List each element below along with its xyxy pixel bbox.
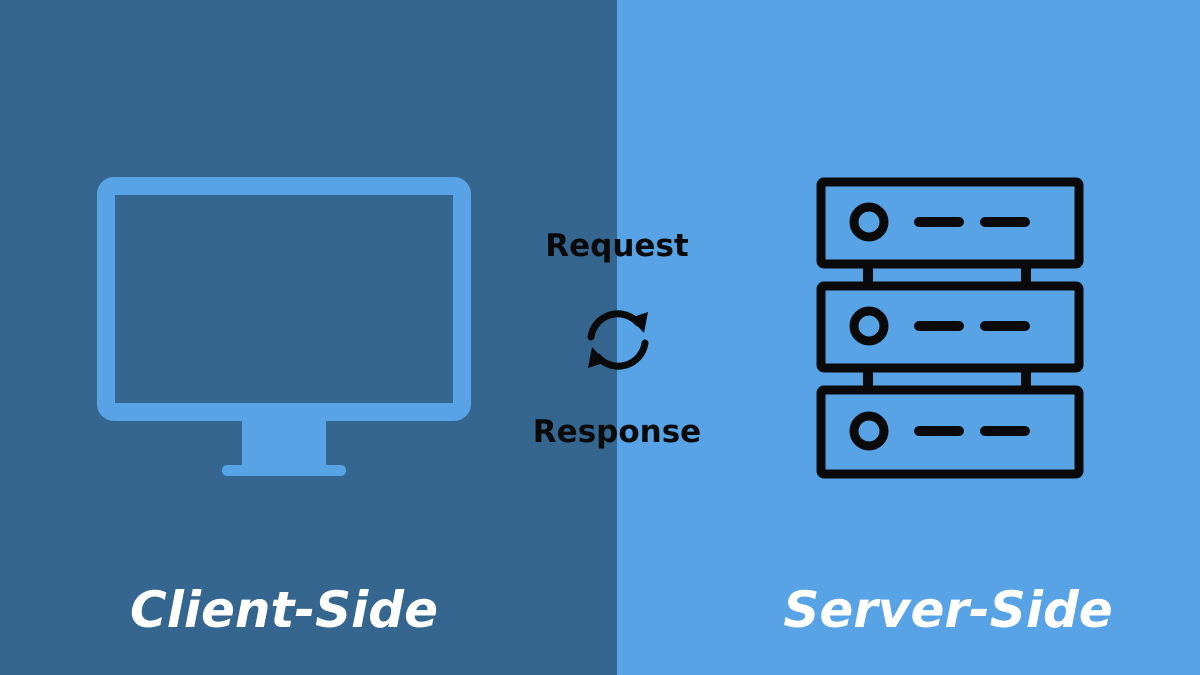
monitor-icon: [97, 177, 471, 476]
server-side-label: Server-Side: [783, 581, 1113, 639]
server-unit-2: [816, 281, 1084, 373]
sync-arc-bottom: [594, 339, 649, 370]
sync-arrowhead-top: [630, 312, 648, 333]
monitor-screen: [97, 177, 471, 421]
sync-arrows-icon: [587, 310, 649, 370]
request-label: Request: [545, 228, 689, 264]
sync-arc-top: [587, 310, 642, 341]
server-unit-3: [816, 385, 1084, 479]
server-unit-1: [816, 177, 1084, 269]
sync-arrowhead-bottom: [588, 347, 606, 368]
client-side-label: Client-Side: [130, 581, 438, 639]
response-label: Response: [532, 414, 702, 450]
server-side-panel: [617, 0, 1200, 675]
monitor-base: [222, 465, 346, 476]
server-rack-connectors: [863, 264, 1031, 390]
server-rack-icon: [816, 177, 1084, 479]
monitor-neck: [242, 421, 326, 467]
